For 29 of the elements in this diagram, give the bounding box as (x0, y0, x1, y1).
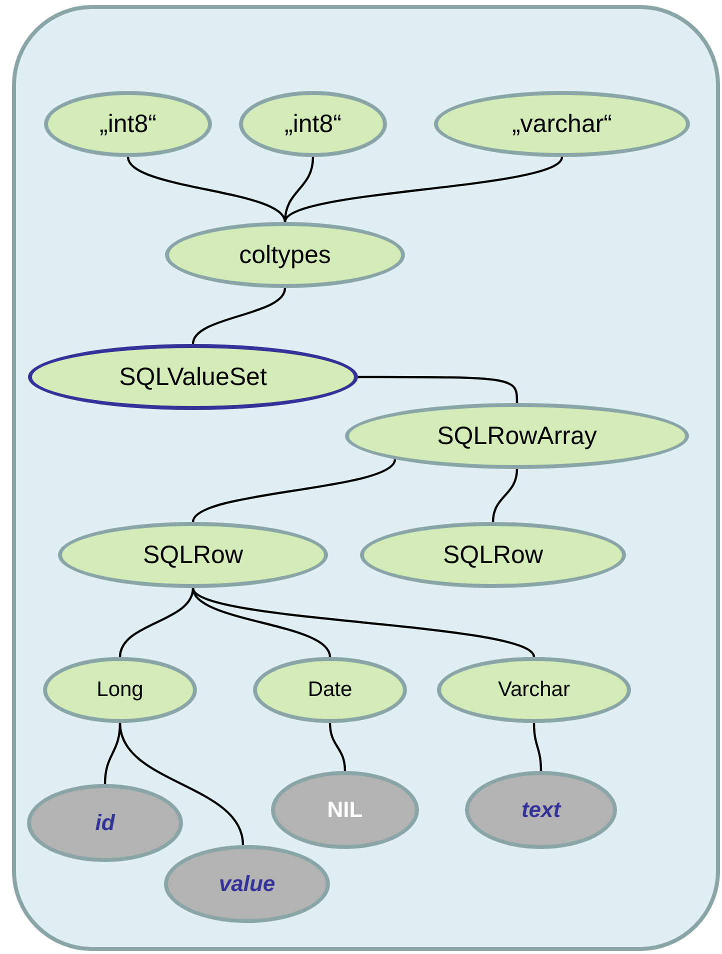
connector-line (192, 587, 535, 658)
ellipse-node: coltypes (165, 222, 405, 288)
connector-line (492, 468, 518, 522)
connector-line (192, 288, 286, 344)
connector-line (192, 458, 396, 523)
connector-line (532, 722, 542, 772)
ellipse-node: SQLRowArray (345, 403, 689, 469)
highlighted-ellipse-node: SQLValueSet (28, 344, 358, 410)
connector-line (118, 588, 194, 658)
value-ellipse-node: NIL (271, 771, 419, 849)
connector-line (358, 376, 518, 404)
ellipse-node: Long (43, 657, 197, 723)
ellipse-node: SQLRow (360, 522, 626, 588)
ellipse-node: Varchar (437, 657, 631, 723)
container-panel (12, 5, 720, 951)
connector-line (192, 588, 332, 658)
value-ellipse-node: text (465, 771, 617, 849)
ellipse-node: SQLRow (58, 522, 328, 588)
value-ellipse-node: value (164, 845, 330, 923)
connector-line (328, 722, 346, 772)
connector-line (284, 156, 563, 223)
connector-line (118, 722, 244, 846)
connector-line (126, 156, 286, 222)
ellipse-node: Date (253, 657, 407, 723)
ellipse-node: „int8“ (239, 91, 387, 157)
ellipse-node: „int8“ (44, 91, 212, 157)
connector-line (284, 156, 314, 222)
value-ellipse-node: id (27, 784, 183, 862)
ellipse-node: „varchar“ (434, 91, 690, 157)
